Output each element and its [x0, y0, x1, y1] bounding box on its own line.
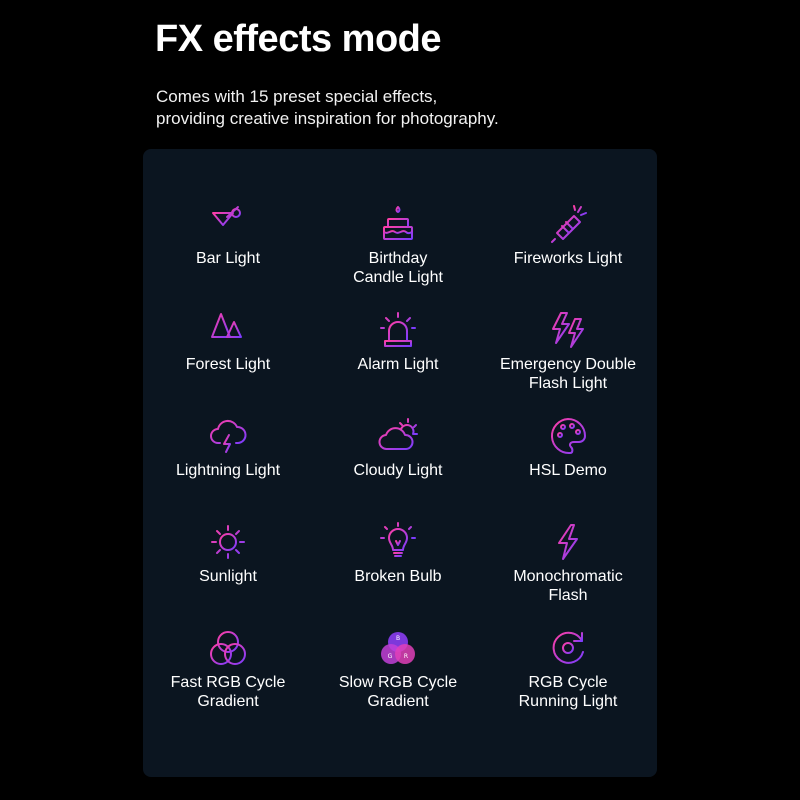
svg-text:B: B [396, 635, 400, 642]
effect-label: Emergency Double Flash Light [499, 356, 637, 392]
effect-emergency-double-flash-light[interactable]: Emergency Double Flash Light [483, 309, 653, 415]
effect-label: HSL Demo [529, 462, 607, 479]
sun-icon [211, 525, 245, 559]
subtitle-line: Comes with 15 preset special effects, [156, 87, 438, 106]
palette-icon [551, 418, 586, 455]
effect-label: Fast RGB Cycle Gradient [170, 674, 286, 710]
cloud-sun-icon [378, 418, 418, 450]
effect-fireworks-light[interactable]: Fireworks Light [483, 203, 653, 309]
effects-grid: Bar Light Birthday Candle Light Firework… [143, 203, 643, 733]
effect-label: Slow RGB Cycle Gradient [338, 674, 458, 710]
effect-slow-rgb-cycle-gradient[interactable]: B G R Slow RGB Cycle Gradient [313, 627, 483, 733]
subtitle-line: providing creative inspiration for photo… [156, 109, 499, 128]
effect-birthday-candle-light[interactable]: Birthday Candle Light [313, 203, 483, 309]
effect-label: Lightning Light [175, 462, 281, 479]
effect-sunlight[interactable]: Sunlight [143, 521, 313, 627]
effect-broken-bulb[interactable]: Broken Bulb [313, 521, 483, 627]
effect-label: Broken Bulb [354, 568, 442, 585]
double-lightning-icon [552, 312, 584, 348]
effect-label: Alarm Light [357, 356, 439, 373]
effect-monochromatic-flash[interactable]: Monochromatic Flash [483, 521, 653, 627]
rgb-circles-outline-icon [210, 631, 246, 665]
firework-rocket-icon [551, 205, 587, 243]
light-bulb-icon [380, 522, 416, 557]
storm-cloud-icon [210, 419, 247, 453]
effect-alarm-light[interactable]: Alarm Light [313, 309, 483, 415]
effect-fast-rgb-cycle-gradient[interactable]: Fast RGB Cycle Gradient [143, 627, 313, 733]
effect-cloudy-light[interactable]: Cloudy Light [313, 415, 483, 521]
effects-panel [143, 149, 657, 777]
svg-text:R: R [404, 653, 408, 660]
effect-rgb-cycle-running-light[interactable]: RGB Cycle Running Light [483, 627, 653, 733]
effect-label: Monochromatic Flash [513, 568, 623, 604]
cocktail-icon [212, 206, 241, 239]
effect-label: Forest Light [185, 356, 271, 373]
effect-forest-light[interactable]: Forest Light [143, 309, 313, 415]
effect-label: Cloudy Light [353, 462, 443, 479]
lightning-bolt-icon [558, 524, 578, 560]
effect-label: Fireworks Light [513, 250, 623, 267]
page-subtitle: Comes with 15 preset special effects, pr… [156, 86, 499, 130]
page-title: FX effects mode [155, 18, 442, 60]
effect-label: RGB Cycle Running Light [518, 674, 618, 710]
forest-trees-icon [210, 313, 246, 346]
birthday-cake-icon [383, 206, 413, 240]
effect-lightning-light[interactable]: Lightning Light [143, 415, 313, 521]
effect-label: Sunlight [199, 568, 257, 585]
effect-label: Birthday Candle Light [353, 250, 443, 286]
effect-bar-light[interactable]: Bar Light [143, 203, 313, 309]
effect-hsl-demo[interactable]: HSL Demo [483, 415, 653, 521]
alarm-beacon-icon [380, 312, 416, 347]
effect-label: Bar Light [195, 250, 261, 267]
rgb-circles-filled-icon: B G R [381, 632, 415, 664]
cycle-refresh-icon [552, 631, 584, 664]
svg-text:G: G [388, 653, 393, 660]
